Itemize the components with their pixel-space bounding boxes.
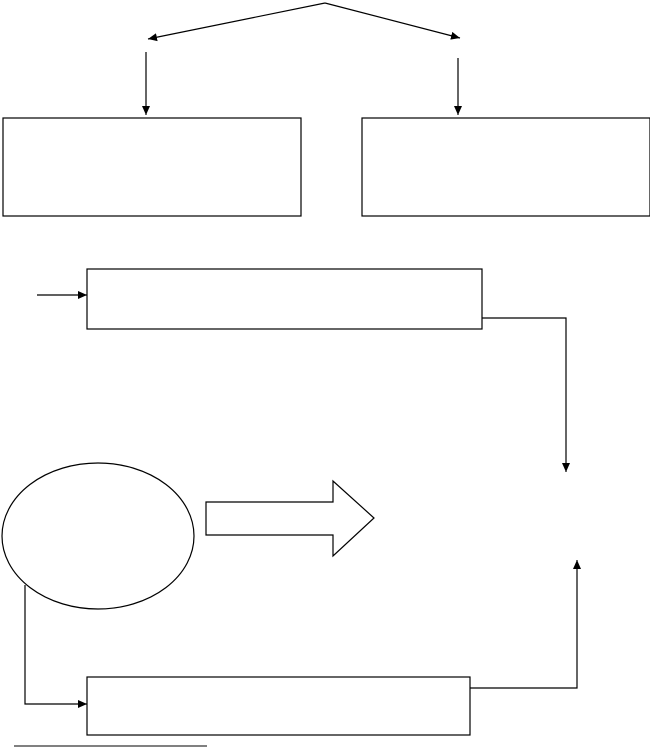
ellipse-left <box>1 462 195 610</box>
box-middle <box>86 268 483 330</box>
connector-ellipse-to-box-bottom <box>24 585 87 708</box>
box-bottom <box>86 676 471 736</box>
connector-apex-to-right <box>324 2 461 40</box>
box-top-left <box>2 117 302 217</box>
connector-box-middle-to-right-target <box>482 317 570 472</box>
connector-apex-to-left <box>147 2 326 42</box>
connector-box-bottom-to-right-target <box>470 560 581 689</box>
block-arrow <box>205 479 375 558</box>
box-top-right <box>361 117 650 217</box>
